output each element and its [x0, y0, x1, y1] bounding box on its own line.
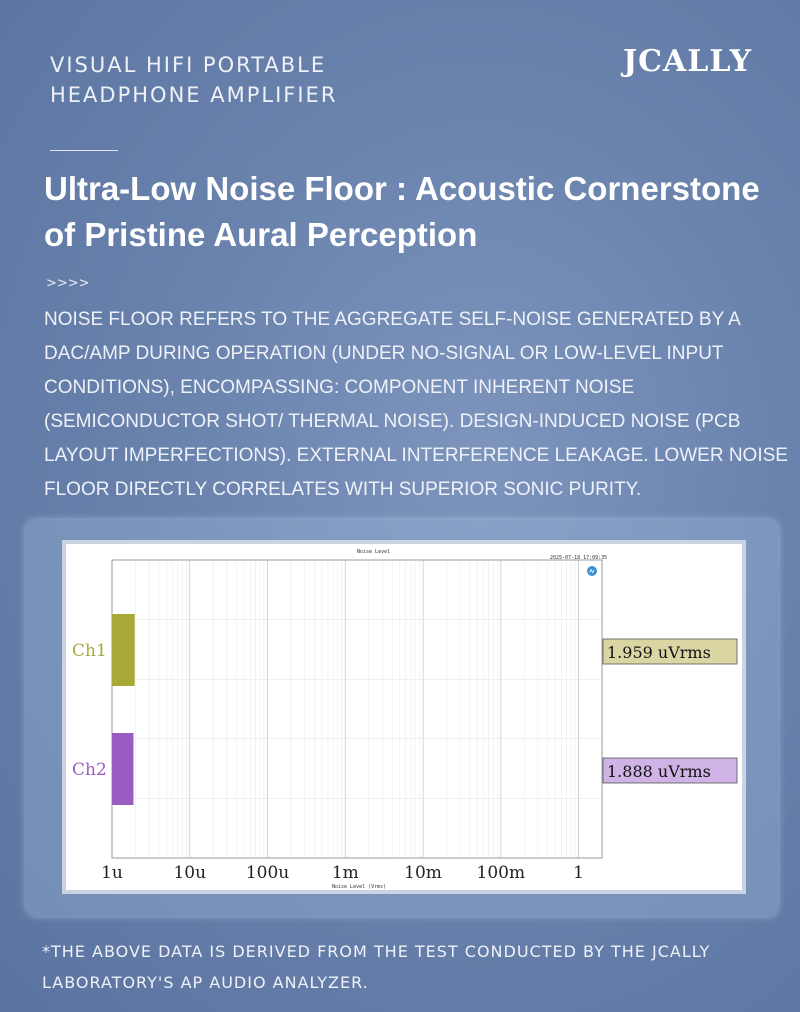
description: NOISE FLOOR REFERS TO THE AGGREGATE SELF… [44, 309, 788, 500]
x-tick-label: 1 [573, 863, 584, 883]
chart-title: Noise Level [357, 549, 390, 555]
x-tick-label: 100m [477, 863, 526, 883]
divider [50, 150, 118, 151]
bar-ch2 [112, 733, 134, 805]
footnote: *THE ABOVE DATA IS DERIVED FROM THE TEST… [42, 942, 711, 992]
readout-box-ch2 [602, 757, 738, 784]
plot-area-border [111, 559, 603, 859]
headline: Ultra-Low Noise Floor : Acoustic Corners… [44, 170, 760, 253]
x-tick-label: 10u [173, 863, 206, 883]
chart-bg [66, 544, 742, 890]
arrows-marker: >>>> [46, 276, 90, 291]
analyzer-badge-icon [587, 566, 597, 576]
x-tick-label: 100u [246, 863, 289, 883]
x-tick-label: 1m [332, 863, 359, 883]
grid [111, 560, 603, 858]
subtitle-line-1: VISUAL HIFI PORTABLE [50, 53, 327, 77]
x-tick-label: 10m [404, 863, 442, 883]
x-tick-label: 1u [101, 863, 123, 883]
readout-value-ch1: 1.959 uVrms [607, 643, 711, 662]
subtitle-line-2: HEADPHONE AMPLIFIER [50, 83, 338, 107]
x-axis-label: Noise Level (Vrms) [332, 884, 386, 890]
header-subtitle: VISUAL HIFI PORTABLE HEADPHONE AMPLIFIER [50, 50, 337, 110]
series-label-ch2: Ch2 [72, 760, 107, 780]
noise-level-chart: Noise Level 2025-07-18 17:09:35 Ch1 1.959… [66, 544, 742, 890]
bar-ch1 [112, 614, 135, 686]
readout-box-ch1 [602, 638, 738, 665]
series-label-ch1: Ch1 [72, 641, 107, 661]
brand-logo: JCALLY [622, 44, 752, 79]
chart-timestamp: 2025-07-18 17:09:35 [550, 555, 607, 561]
readout-value-ch2: 1.888 uVrms [607, 762, 711, 781]
x-tick-labels: 1u 10u 100u 1m 10m 100m 1 [101, 863, 584, 883]
